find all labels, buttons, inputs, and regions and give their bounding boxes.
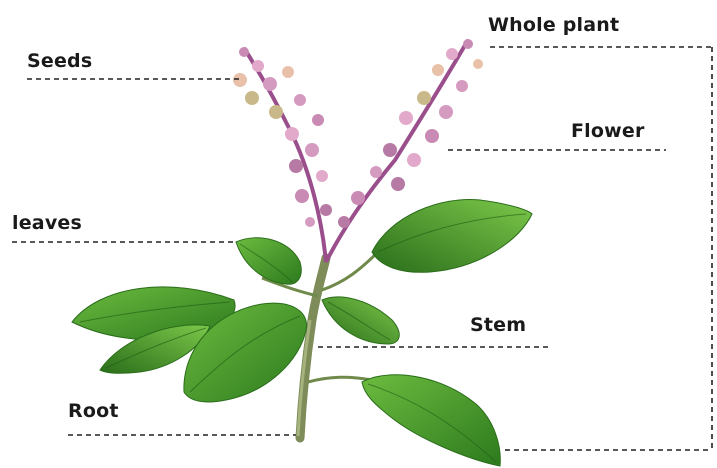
label-seeds: Seeds — [27, 50, 92, 72]
leaf-upper-left — [236, 238, 301, 285]
leaf-center-right — [322, 297, 399, 344]
label-flower: Flower — [571, 120, 645, 142]
leaf-bottom-right — [362, 375, 500, 466]
label-root: Root — [68, 400, 119, 422]
label-whole-plant: Whole plant — [488, 14, 619, 36]
leaf-upper-right — [372, 199, 532, 272]
main-stem — [300, 258, 326, 438]
label-stem: Stem — [470, 314, 526, 336]
label-leaves: leaves — [12, 212, 82, 234]
leader-lines — [12, 47, 712, 450]
